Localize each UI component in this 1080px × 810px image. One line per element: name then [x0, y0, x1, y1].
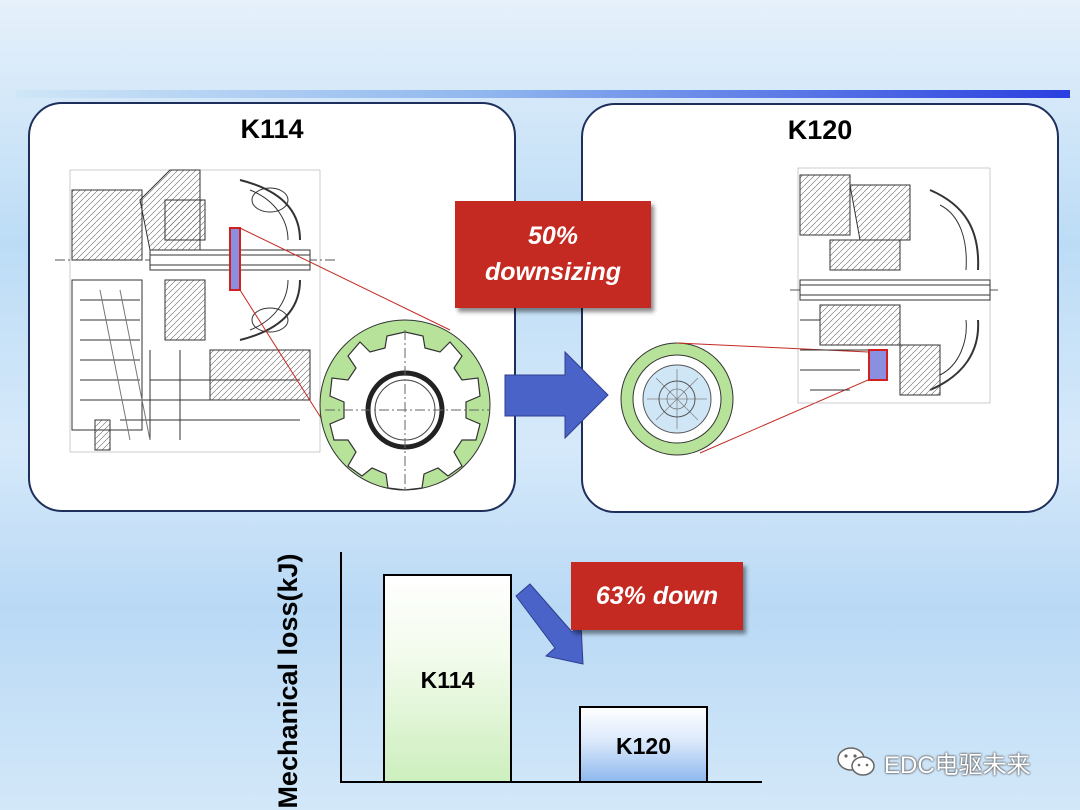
- k120-transmission-drawing: [790, 167, 1000, 404]
- bar-k114: K114: [383, 574, 512, 783]
- bar-k120: K120: [579, 706, 708, 783]
- k114-transmission-drawing: [55, 169, 335, 453]
- downsizing-callout: 50% downsizing: [455, 201, 651, 308]
- watermark: EDC电驱未来: [836, 742, 1031, 782]
- y-axis-label-text: Mechanical loss(kJ): [273, 553, 303, 809]
- k120-spline-gear: [620, 342, 734, 456]
- loss-reduction-callout: 63% down: [571, 562, 743, 630]
- bar-label-k114: K114: [420, 667, 475, 693]
- watermark-text: EDC电驱未来: [884, 751, 1031, 779]
- k114-spline-gear: [319, 319, 491, 491]
- downsizing-percent: 50%: [527, 222, 579, 250]
- decrease-arrow: [515, 583, 584, 665]
- panel-title-k114: K114: [240, 114, 304, 144]
- chart-y-axis-label: Mechanical loss(kJ): [243, 553, 333, 808]
- panel-title-k120: K120: [787, 115, 853, 145]
- transition-arrow: [504, 350, 609, 440]
- title-accent-bar: [16, 90, 1070, 98]
- downsizing-label: downsizing: [484, 258, 622, 286]
- wechat-icon: [837, 747, 875, 776]
- bar-label-k120: K120: [616, 733, 671, 759]
